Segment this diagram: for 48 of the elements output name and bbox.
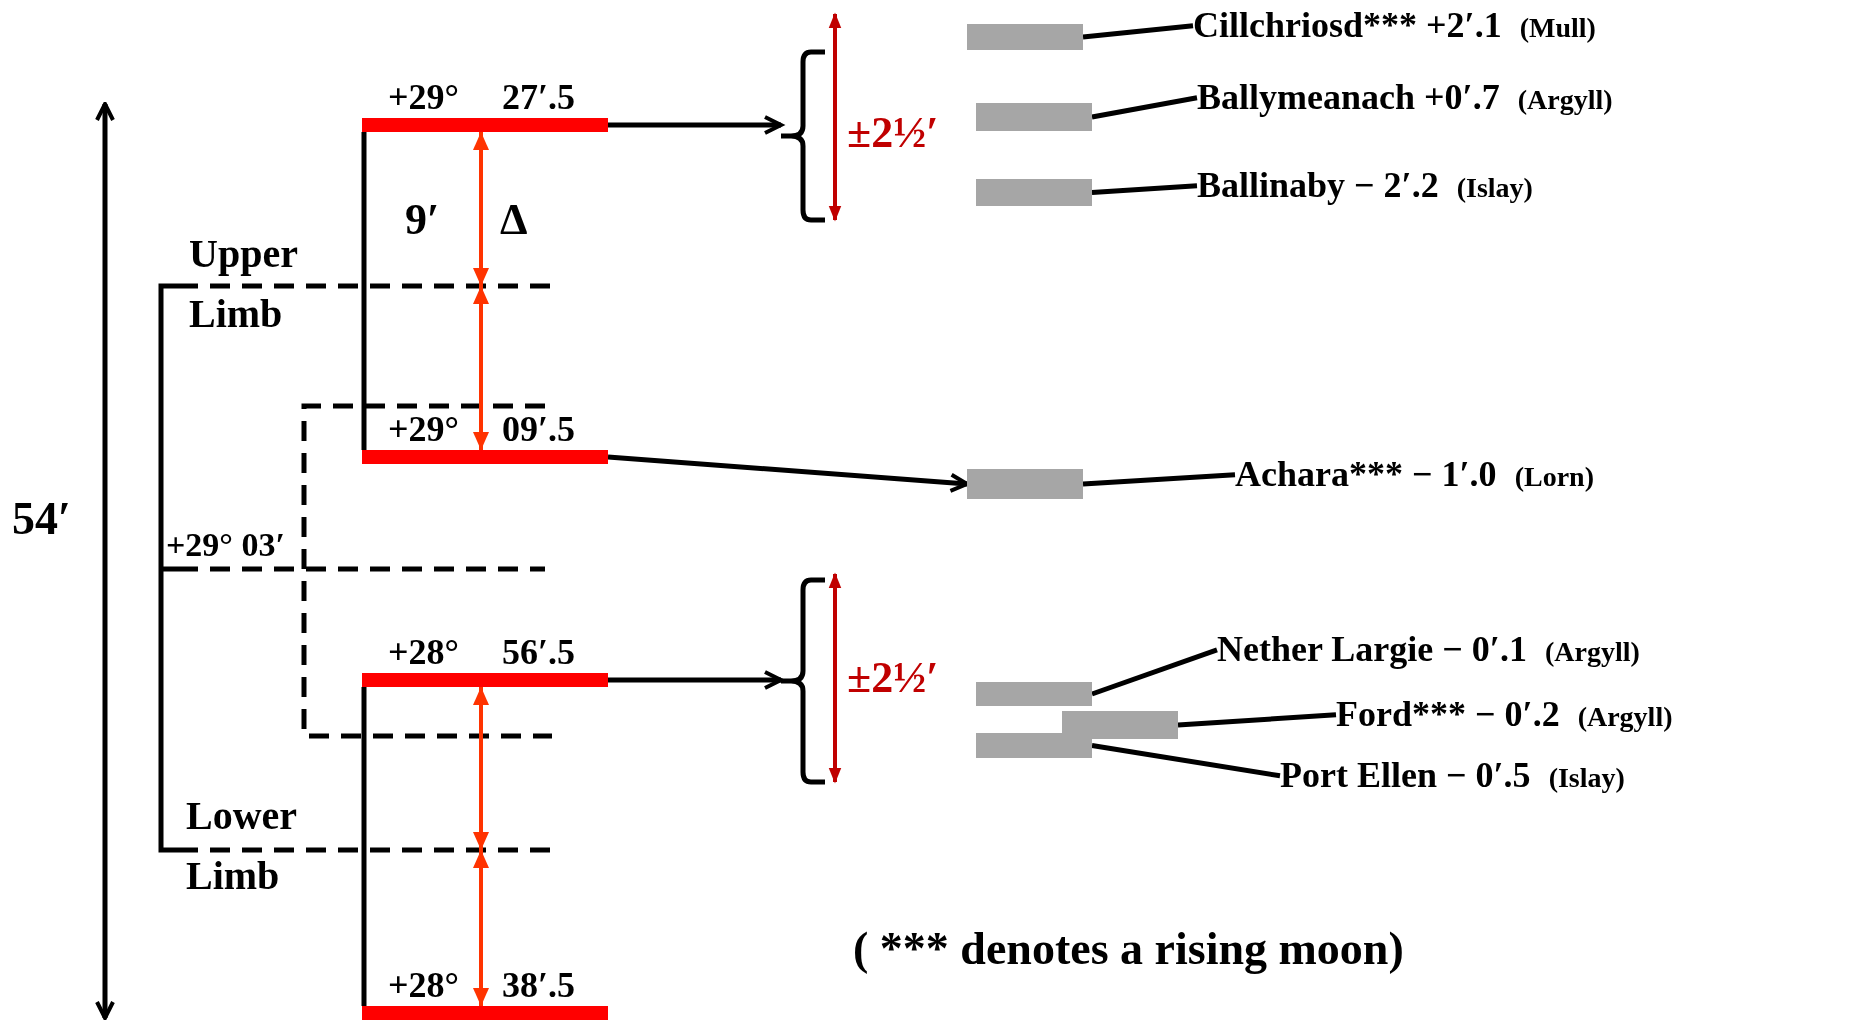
marker-bar <box>967 24 1083 50</box>
region-label: (Islay) <box>1456 173 1533 204</box>
region-label: (Argyll) <box>1577 702 1673 733</box>
leader-line <box>1082 23 1194 40</box>
site-label: Port Ellen − 0′.5 <box>1280 756 1531 796</box>
marker-bar <box>1062 711 1178 739</box>
declination-label: +29° 27′.5 <box>387 78 577 118</box>
leader-line <box>1177 712 1337 728</box>
text-label: Δ <box>500 196 528 245</box>
caption: ( *** denotes a rising moon) <box>853 924 1404 975</box>
declination-label: +28° 56′.5 <box>387 633 577 673</box>
marker-bar <box>976 682 1092 706</box>
region-label: (Lorn) <box>1514 462 1594 493</box>
site-label: Ballymeanach +0′.7 <box>1197 78 1500 118</box>
leader-line <box>1082 472 1236 487</box>
double-arrow <box>473 687 489 1006</box>
region-label: (Argyll) <box>1544 637 1640 668</box>
connector-line <box>361 132 367 450</box>
arrow <box>608 115 783 135</box>
text-label: +29° 03′ <box>166 526 286 564</box>
declination-label: +29° 09′.5 <box>387 410 577 450</box>
declination-label: +28° 38′.5 <box>387 966 577 1006</box>
text-label: Upper Limb <box>189 230 299 338</box>
leader-line <box>1091 183 1198 195</box>
site-label: Ford*** − 0′.2 <box>1336 695 1560 735</box>
region-label: (Mull) <box>1519 13 1596 44</box>
site-label: Nether Largie − 0′.1 <box>1217 630 1527 670</box>
region-label: (Argyll) <box>1517 85 1613 116</box>
marker-bar <box>976 103 1092 131</box>
marker-bar <box>976 733 1092 758</box>
text-label: 9′ <box>405 196 440 245</box>
marker-bar <box>967 469 1083 499</box>
site-label: Achara*** − 1′.0 <box>1235 455 1497 495</box>
leader-line <box>1091 647 1218 697</box>
region-label: (Islay) <box>1548 763 1625 794</box>
double-arrow <box>473 132 489 450</box>
arrow <box>607 454 969 493</box>
site-label: Ballinaby − 2′.2 <box>1197 166 1439 206</box>
marker-bar <box>976 179 1092 206</box>
text-label: Lower Limb <box>186 792 298 900</box>
leader-line <box>1091 95 1198 120</box>
text-label: 54′ <box>12 494 71 545</box>
site-label: Cillchriosd*** +2′.1 <box>1193 6 1502 46</box>
arrow <box>608 670 783 690</box>
range-label: ±2½′ <box>847 654 939 703</box>
range-label: ±2½′ <box>847 109 939 158</box>
connector-line <box>361 687 367 1006</box>
leader-line <box>1091 743 1281 779</box>
